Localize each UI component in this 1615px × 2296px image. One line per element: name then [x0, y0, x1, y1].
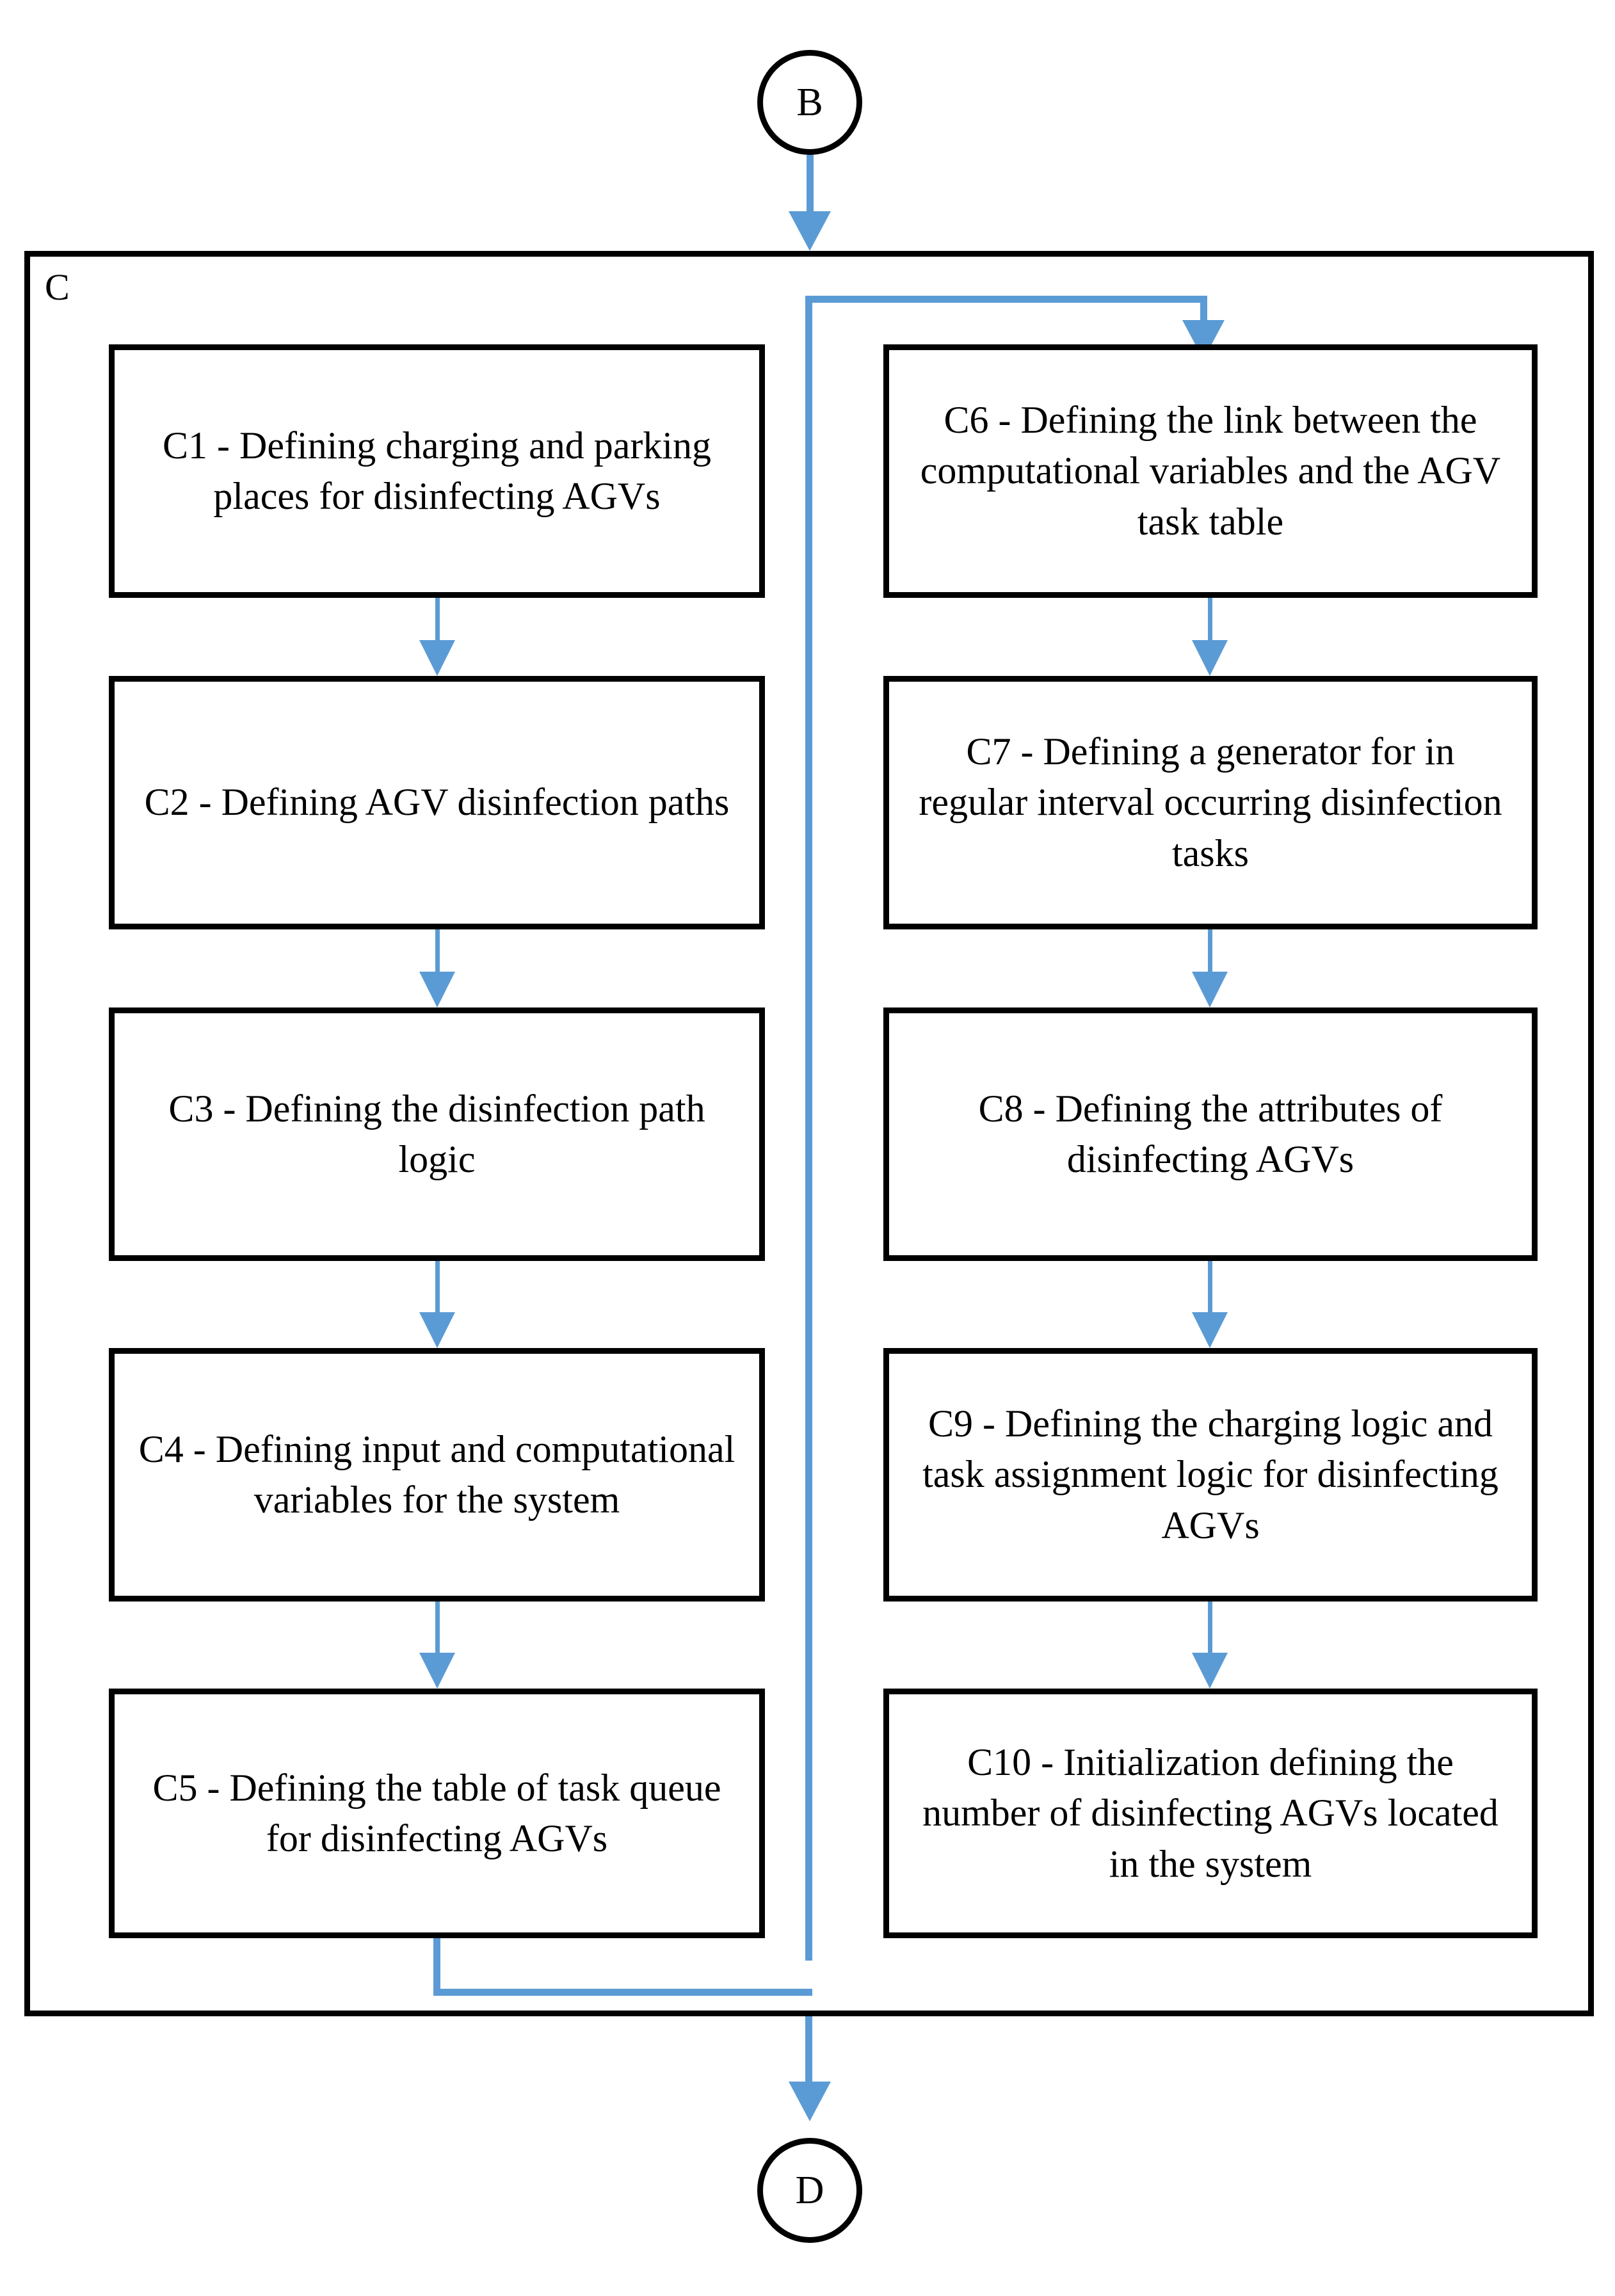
connector-c7-c8-line [1208, 929, 1212, 982]
group-label-c: C [45, 266, 70, 308]
connector-group-to-d-line [805, 2016, 812, 2091]
terminator-b-label: B [796, 81, 823, 124]
process-box-c6-label: C6 - Defining the link between the compu… [920, 399, 1501, 543]
c5-bottom-riser [433, 1933, 440, 1996]
process-box-c8[interactable]: C8 - Defining the attributes of disinfec… [883, 1008, 1538, 1261]
process-box-c10-label: C10 - Initialization defining the number… [922, 1741, 1498, 1885]
connector-c4-c5-arrowhead [419, 1653, 455, 1689]
process-box-c2-label: C2 - Defining AGV disinfection paths [144, 781, 730, 824]
process-box-c8-label: C8 - Defining the attributes of disinfec… [978, 1087, 1443, 1180]
connector-c2-c3-arrowhead [419, 972, 455, 1008]
connector-c9-c10-line [1208, 1602, 1212, 1663]
group-container-c [24, 251, 1594, 2016]
connector-c2-c3-line [435, 929, 440, 982]
process-box-c10[interactable]: C10 - Initialization defining the number… [883, 1689, 1538, 1938]
connector-c1-c2-line [435, 598, 440, 650]
trunk-vertical-line [805, 296, 812, 1961]
connector-c8-c9-line [1208, 1261, 1212, 1322]
connector-b-to-group-line [807, 155, 814, 225]
connector-c9-c10-arrowhead [1192, 1653, 1228, 1689]
connector-c6-c7-line [1208, 598, 1212, 650]
process-box-c7[interactable]: C7 - Defining a generator for in regular… [883, 676, 1538, 929]
trunk-top-branch-horizontal [805, 296, 1207, 303]
process-box-c4-label: C4 - Defining input and computational va… [138, 1427, 735, 1521]
process-box-c9[interactable]: C9 - Defining the charging logic and tas… [883, 1348, 1538, 1602]
connector-c1-c2-arrowhead [419, 640, 455, 676]
connector-group-to-d-arrowhead [789, 2082, 831, 2121]
connector-c4-c5-line [435, 1602, 440, 1663]
connector-c8-c9-arrowhead [1192, 1312, 1228, 1348]
trunk-top-branch-drop [1200, 296, 1207, 329]
process-box-c1[interactable]: C1 - Defining charging and parking place… [109, 344, 765, 598]
process-box-c5[interactable]: C5 - Defining the table of task queue fo… [109, 1689, 765, 1938]
process-box-c2[interactable]: C2 - Defining AGV disinfection paths [109, 676, 765, 929]
process-box-c4[interactable]: C4 - Defining input and computational va… [109, 1348, 765, 1602]
connector-c7-c8-arrowhead [1192, 972, 1228, 1008]
process-box-c3-label: C3 - Defining the disinfection path logi… [168, 1087, 705, 1180]
connector-c3-c4-arrowhead [419, 1312, 455, 1348]
process-box-c1-label: C1 - Defining charging and parking place… [162, 424, 712, 517]
connector-b-to-group-arrowhead [789, 211, 831, 251]
process-box-c7-label: C7 - Defining a generator for in regular… [919, 730, 1502, 874]
process-box-c9-label: C9 - Defining the charging logic and tas… [922, 1402, 1498, 1546]
process-box-c3[interactable]: C3 - Defining the disinfection path logi… [109, 1008, 765, 1261]
terminator-b[interactable]: B [757, 50, 862, 155]
process-box-c5-label: C5 - Defining the table of task queue fo… [152, 1766, 721, 1859]
connector-c3-c4-line [435, 1261, 440, 1322]
connector-c6-c7-arrowhead [1192, 640, 1228, 676]
process-box-c6[interactable]: C6 - Defining the link between the compu… [883, 344, 1538, 598]
terminator-d[interactable]: D [757, 2138, 862, 2243]
c5-bottom-to-trunk-horizontal [433, 1989, 812, 1996]
terminator-d-label: D [795, 2169, 824, 2212]
